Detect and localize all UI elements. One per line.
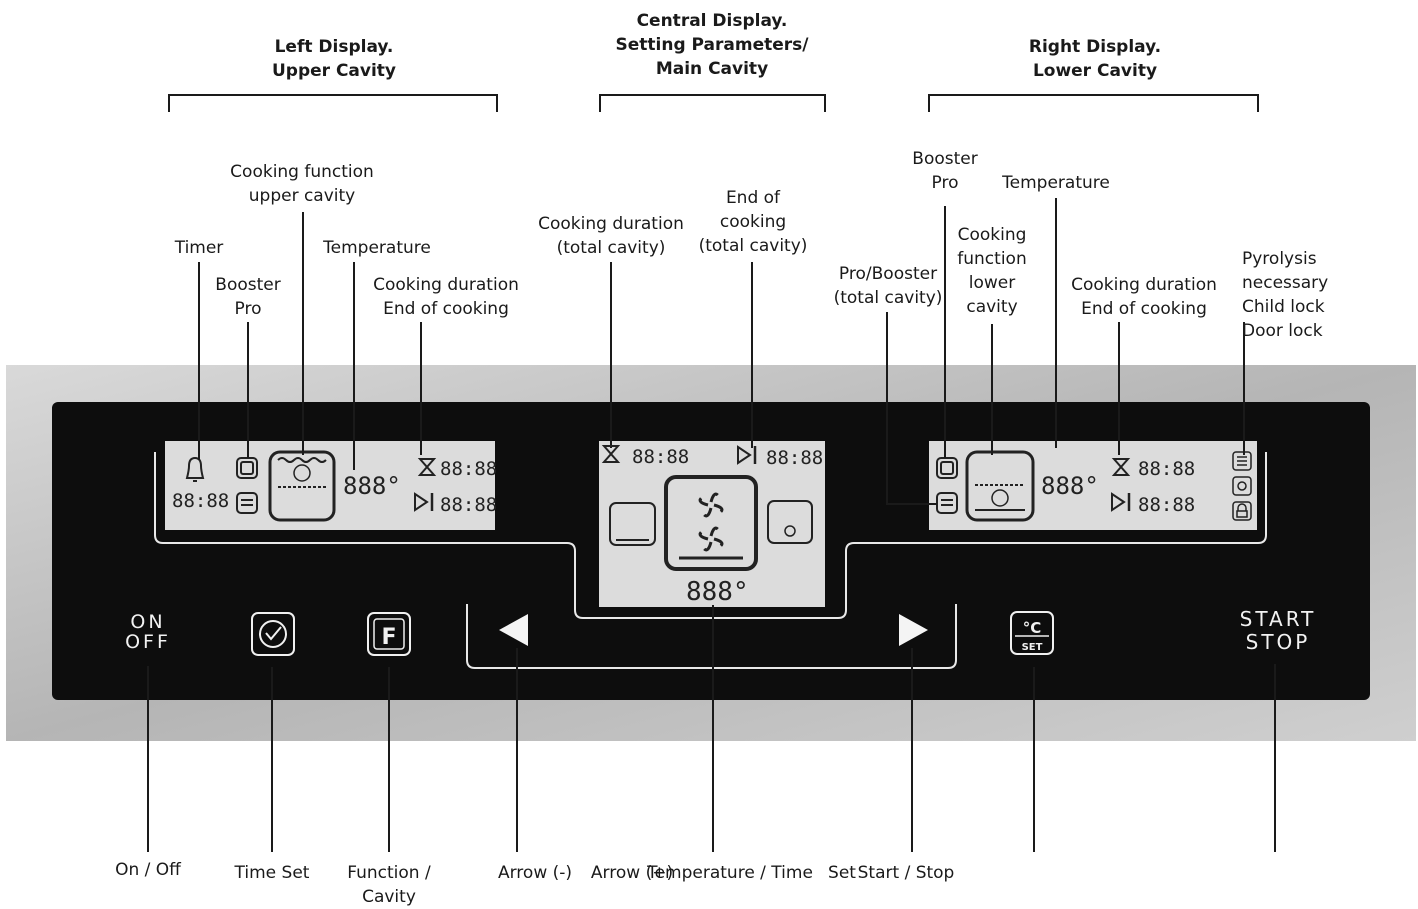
right-duration-readout: 88:88 (1138, 458, 1195, 480)
right-display-header: Right Display. Lower Cavity (1028, 37, 1162, 81)
hourglass-icon (417, 458, 437, 476)
temperature-left-label: Temperature (323, 238, 431, 258)
booster-icon (936, 457, 958, 479)
display-outline-trace (154, 452, 1267, 619)
right-temperature-readout: 888° (1041, 472, 1099, 500)
duration-end-left-label: Cooking duration End of cooking (373, 275, 519, 319)
fan-icon (709, 526, 719, 537)
center-temperature-readout: 888° (686, 577, 749, 607)
set-label: Set (828, 863, 856, 883)
on-off-button[interactable]: ON OFF (125, 611, 171, 653)
function-glyph: F (381, 625, 396, 650)
time-set-button[interactable] (251, 612, 295, 656)
celsius-glyph: °C (1023, 619, 1042, 637)
left-duration-readout: 88:88 (440, 458, 497, 480)
fan-icon (713, 537, 724, 547)
time-set-label: Time Set (234, 863, 310, 883)
booster-pro-left-label: Booster Pro (215, 275, 281, 319)
left-display-header: Left Display. Upper Cavity (271, 37, 397, 81)
pro-booster-total-label: Pro/Booster (total cavity) (833, 264, 943, 308)
fan-icon (713, 503, 724, 513)
bell-icon (185, 456, 205, 482)
pyrolysis-icon (1232, 451, 1252, 471)
cooking-function-upper-label: Cooking function upper cavity (230, 162, 374, 206)
left-timer-readout: 88:88 (172, 490, 229, 512)
function-cavity-button[interactable] (367, 612, 411, 656)
start-stop-button[interactable]: START STOP (1239, 607, 1317, 654)
end-of-cooking-icon (737, 445, 752, 465)
arrow-zone-outline (466, 604, 957, 669)
duration-end-right-label: Cooking duration End of cooking (1071, 275, 1217, 319)
cooking-function-lower-icon (965, 450, 1035, 522)
booster-pro-icon (236, 492, 258, 514)
fan-icon (698, 531, 709, 541)
left-end-readout: 88:88 (440, 494, 497, 516)
fan-icon (703, 507, 713, 518)
arrow-right-icon[interactable] (899, 614, 928, 646)
arrow-left-icon[interactable] (499, 614, 528, 646)
fan-icon (784, 525, 796, 537)
center-display (599, 441, 825, 607)
central-display-header: Central Display. Setting Parameters/ Mai… (615, 11, 809, 79)
arrow-plus-label: Arrow (+) (590, 863, 674, 883)
arrow-minus-label: Arrow (-) (497, 863, 573, 883)
hourglass-icon (601, 445, 621, 463)
end-of-cooking-icon (414, 492, 429, 512)
center-end-readout: 88:88 (766, 447, 823, 469)
end-of-cooking-total-label: End of cooking (total cavity) (698, 188, 808, 256)
left-header-bracket (168, 94, 498, 112)
set-glyph: SET (1022, 642, 1043, 653)
hourglass-icon (1111, 458, 1131, 476)
leader-line (886, 312, 937, 505)
status-right-label: Pyrolysis necessary Child lock Door lock (1242, 249, 1329, 341)
right-display (929, 441, 1257, 530)
start-stop-label: Start / Stop (857, 863, 955, 883)
fan-icon (698, 497, 709, 507)
temperature-right-label: Temperature (1002, 173, 1110, 193)
door-lock-icon (1232, 501, 1252, 521)
cooking-function-lower-label: Cooking function lower cavity (957, 225, 1027, 317)
booster-pro-right-label: Booster Pro (912, 149, 978, 193)
temperature-time-label: Temperature / Time (647, 863, 813, 883)
child-lock-icon (1232, 476, 1252, 496)
function-cavity-label: Function / Cavity (347, 863, 431, 907)
clock-icon (259, 620, 287, 648)
center-header-bracket (599, 94, 826, 112)
fan-icon (703, 541, 713, 552)
fan-icon (709, 492, 719, 503)
end-of-cooking-icon (1111, 492, 1126, 512)
cooking-duration-total-label: Cooking duration (total cavity) (538, 214, 684, 258)
temp-time-set-button[interactable] (1010, 611, 1054, 655)
right-header-bracket (928, 94, 1259, 112)
center-duration-readout: 88:88 (632, 446, 689, 468)
on-off-label: On / Off (115, 860, 181, 880)
timer-label: Timer (174, 238, 224, 258)
left-temperature-readout: 888° (343, 472, 401, 500)
right-end-readout: 88:88 (1138, 494, 1195, 516)
